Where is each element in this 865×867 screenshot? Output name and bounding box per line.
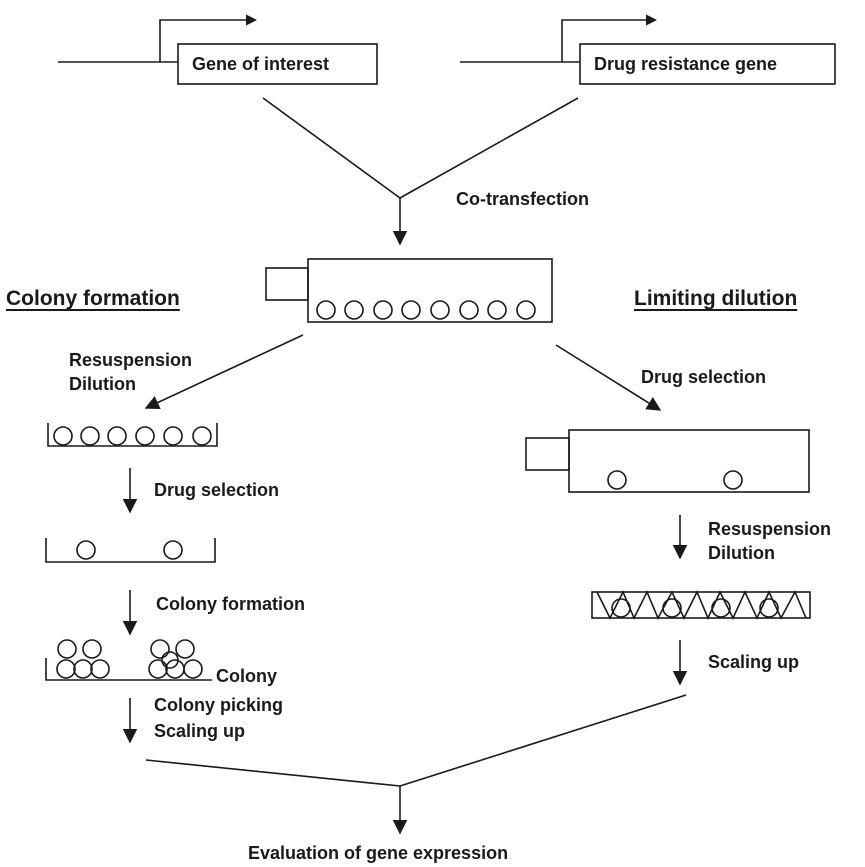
resuspension-label-left: Resuspension <box>69 350 193 370</box>
limiting-dilution-heading: Limiting dilution <box>634 287 798 310</box>
scaling-up-label-right: Scaling up <box>708 652 800 672</box>
dish-colonies <box>45 639 212 681</box>
colony-label: Colony <box>216 666 277 686</box>
dish-resuspended-cells <box>47 423 218 447</box>
arrow-to-dilution-path <box>555 344 662 411</box>
colony-picking-label: Colony picking <box>154 695 284 715</box>
gene-of-interest-construct <box>58 14 378 85</box>
resuspension-label-right: Resuspension <box>708 519 832 539</box>
drug-selection-label-left: Drug selection <box>154 480 280 500</box>
culture-flask <box>265 258 553 323</box>
multiwell-plate <box>591 590 811 620</box>
scaling-up-label-left: Scaling up <box>154 721 246 741</box>
colony-formation-step-label: Colony formation <box>156 594 305 614</box>
drug-selection-label-right: Drug selection <box>641 367 767 387</box>
co-transfection-label: Co-transfection <box>456 189 590 209</box>
arrow-to-colony-path <box>144 334 304 410</box>
evaluation-merge <box>145 694 687 835</box>
dilution-label-right: Dilution <box>708 543 775 563</box>
evaluation-label: Evaluation of gene expression <box>248 843 509 863</box>
drug-resistance-gene-label: Drug resistance gene <box>594 54 778 74</box>
colony-formation-heading: Colony formation <box>6 287 180 310</box>
drug-resistance-gene-construct <box>460 14 836 85</box>
co-transfection-merge <box>262 97 579 246</box>
flask-selected-cells <box>525 429 810 493</box>
gene-of-interest-label: Gene of interest <box>192 54 330 74</box>
dilution-label-left: Dilution <box>69 374 136 394</box>
dish-selected-cells <box>45 538 216 563</box>
